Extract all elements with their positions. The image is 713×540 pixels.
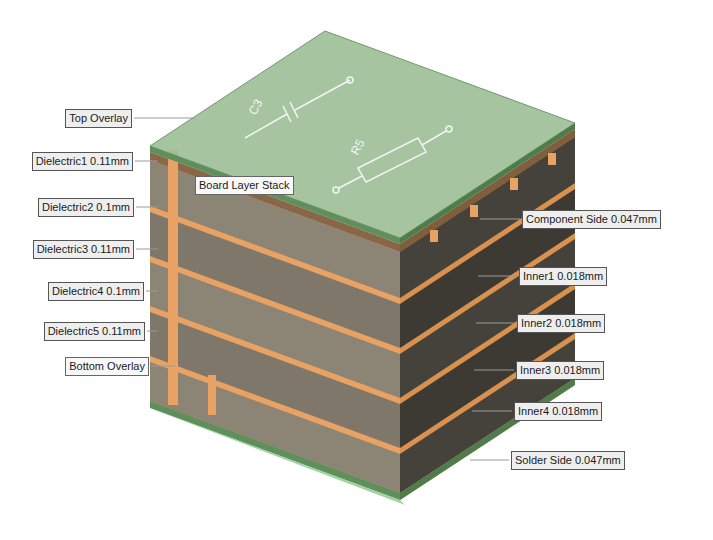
label-text: Dielectric4 0.1mm bbox=[52, 285, 140, 297]
label-text: Inner3 0.018mm bbox=[520, 364, 600, 376]
label-text: Top Overlay bbox=[69, 112, 128, 124]
callout-label: Component Side 0.047mm bbox=[522, 210, 661, 229]
callout-label: Dielectric5 0.11mm bbox=[44, 322, 145, 341]
label-text: Dielectric3 0.11mm bbox=[37, 243, 130, 255]
label-text: Board Layer Stack bbox=[199, 179, 290, 191]
callout-label: Inner4 0.018mm bbox=[514, 402, 602, 421]
callout-label: Inner1 0.018mm bbox=[519, 267, 607, 286]
callout-label: Dielectric4 0.1mm bbox=[48, 282, 144, 301]
callout-label: Board Layer Stack bbox=[195, 176, 294, 195]
bottom-board bbox=[150, 401, 400, 500]
label-text: Component Side 0.047mm bbox=[526, 213, 657, 225]
callout-label: Bottom Overlay bbox=[65, 357, 149, 376]
label-text: Dielectric5 0.11mm bbox=[48, 325, 141, 337]
callout-label: Top Overlay bbox=[65, 109, 132, 128]
label-text: Bottom Overlay bbox=[69, 360, 145, 372]
via-barrel bbox=[208, 375, 216, 415]
callout-label: Solder Side 0.047mm bbox=[511, 451, 625, 470]
top-board-edge bbox=[150, 146, 400, 244]
label-text: Solder Side 0.047mm bbox=[515, 454, 621, 466]
label-text: Dielectric2 0.1mm bbox=[42, 201, 130, 213]
label-text: Inner2 0.018mm bbox=[521, 317, 601, 329]
callout-label: Inner2 0.018mm bbox=[517, 314, 605, 333]
leader-lines bbox=[134, 118, 520, 460]
label-text: Dielectric1 0.11mm bbox=[36, 155, 129, 167]
bottom-board bbox=[400, 378, 575, 500]
callout-label: Dielectric3 0.11mm bbox=[33, 240, 134, 259]
top-board bbox=[150, 31, 575, 238]
callout-label: Dielectric1 0.11mm bbox=[32, 152, 133, 171]
via-barrel bbox=[168, 150, 178, 405]
bottom-overlay bbox=[150, 408, 405, 505]
label-text: Inner1 0.018mm bbox=[523, 270, 603, 282]
callout-label: Inner3 0.018mm bbox=[516, 361, 604, 380]
capacitor-symbol bbox=[245, 77, 353, 138]
resistor-symbol bbox=[333, 126, 452, 193]
label-text: Inner4 0.018mm bbox=[518, 405, 598, 417]
callout-label: Dielectric2 0.1mm bbox=[38, 198, 134, 217]
